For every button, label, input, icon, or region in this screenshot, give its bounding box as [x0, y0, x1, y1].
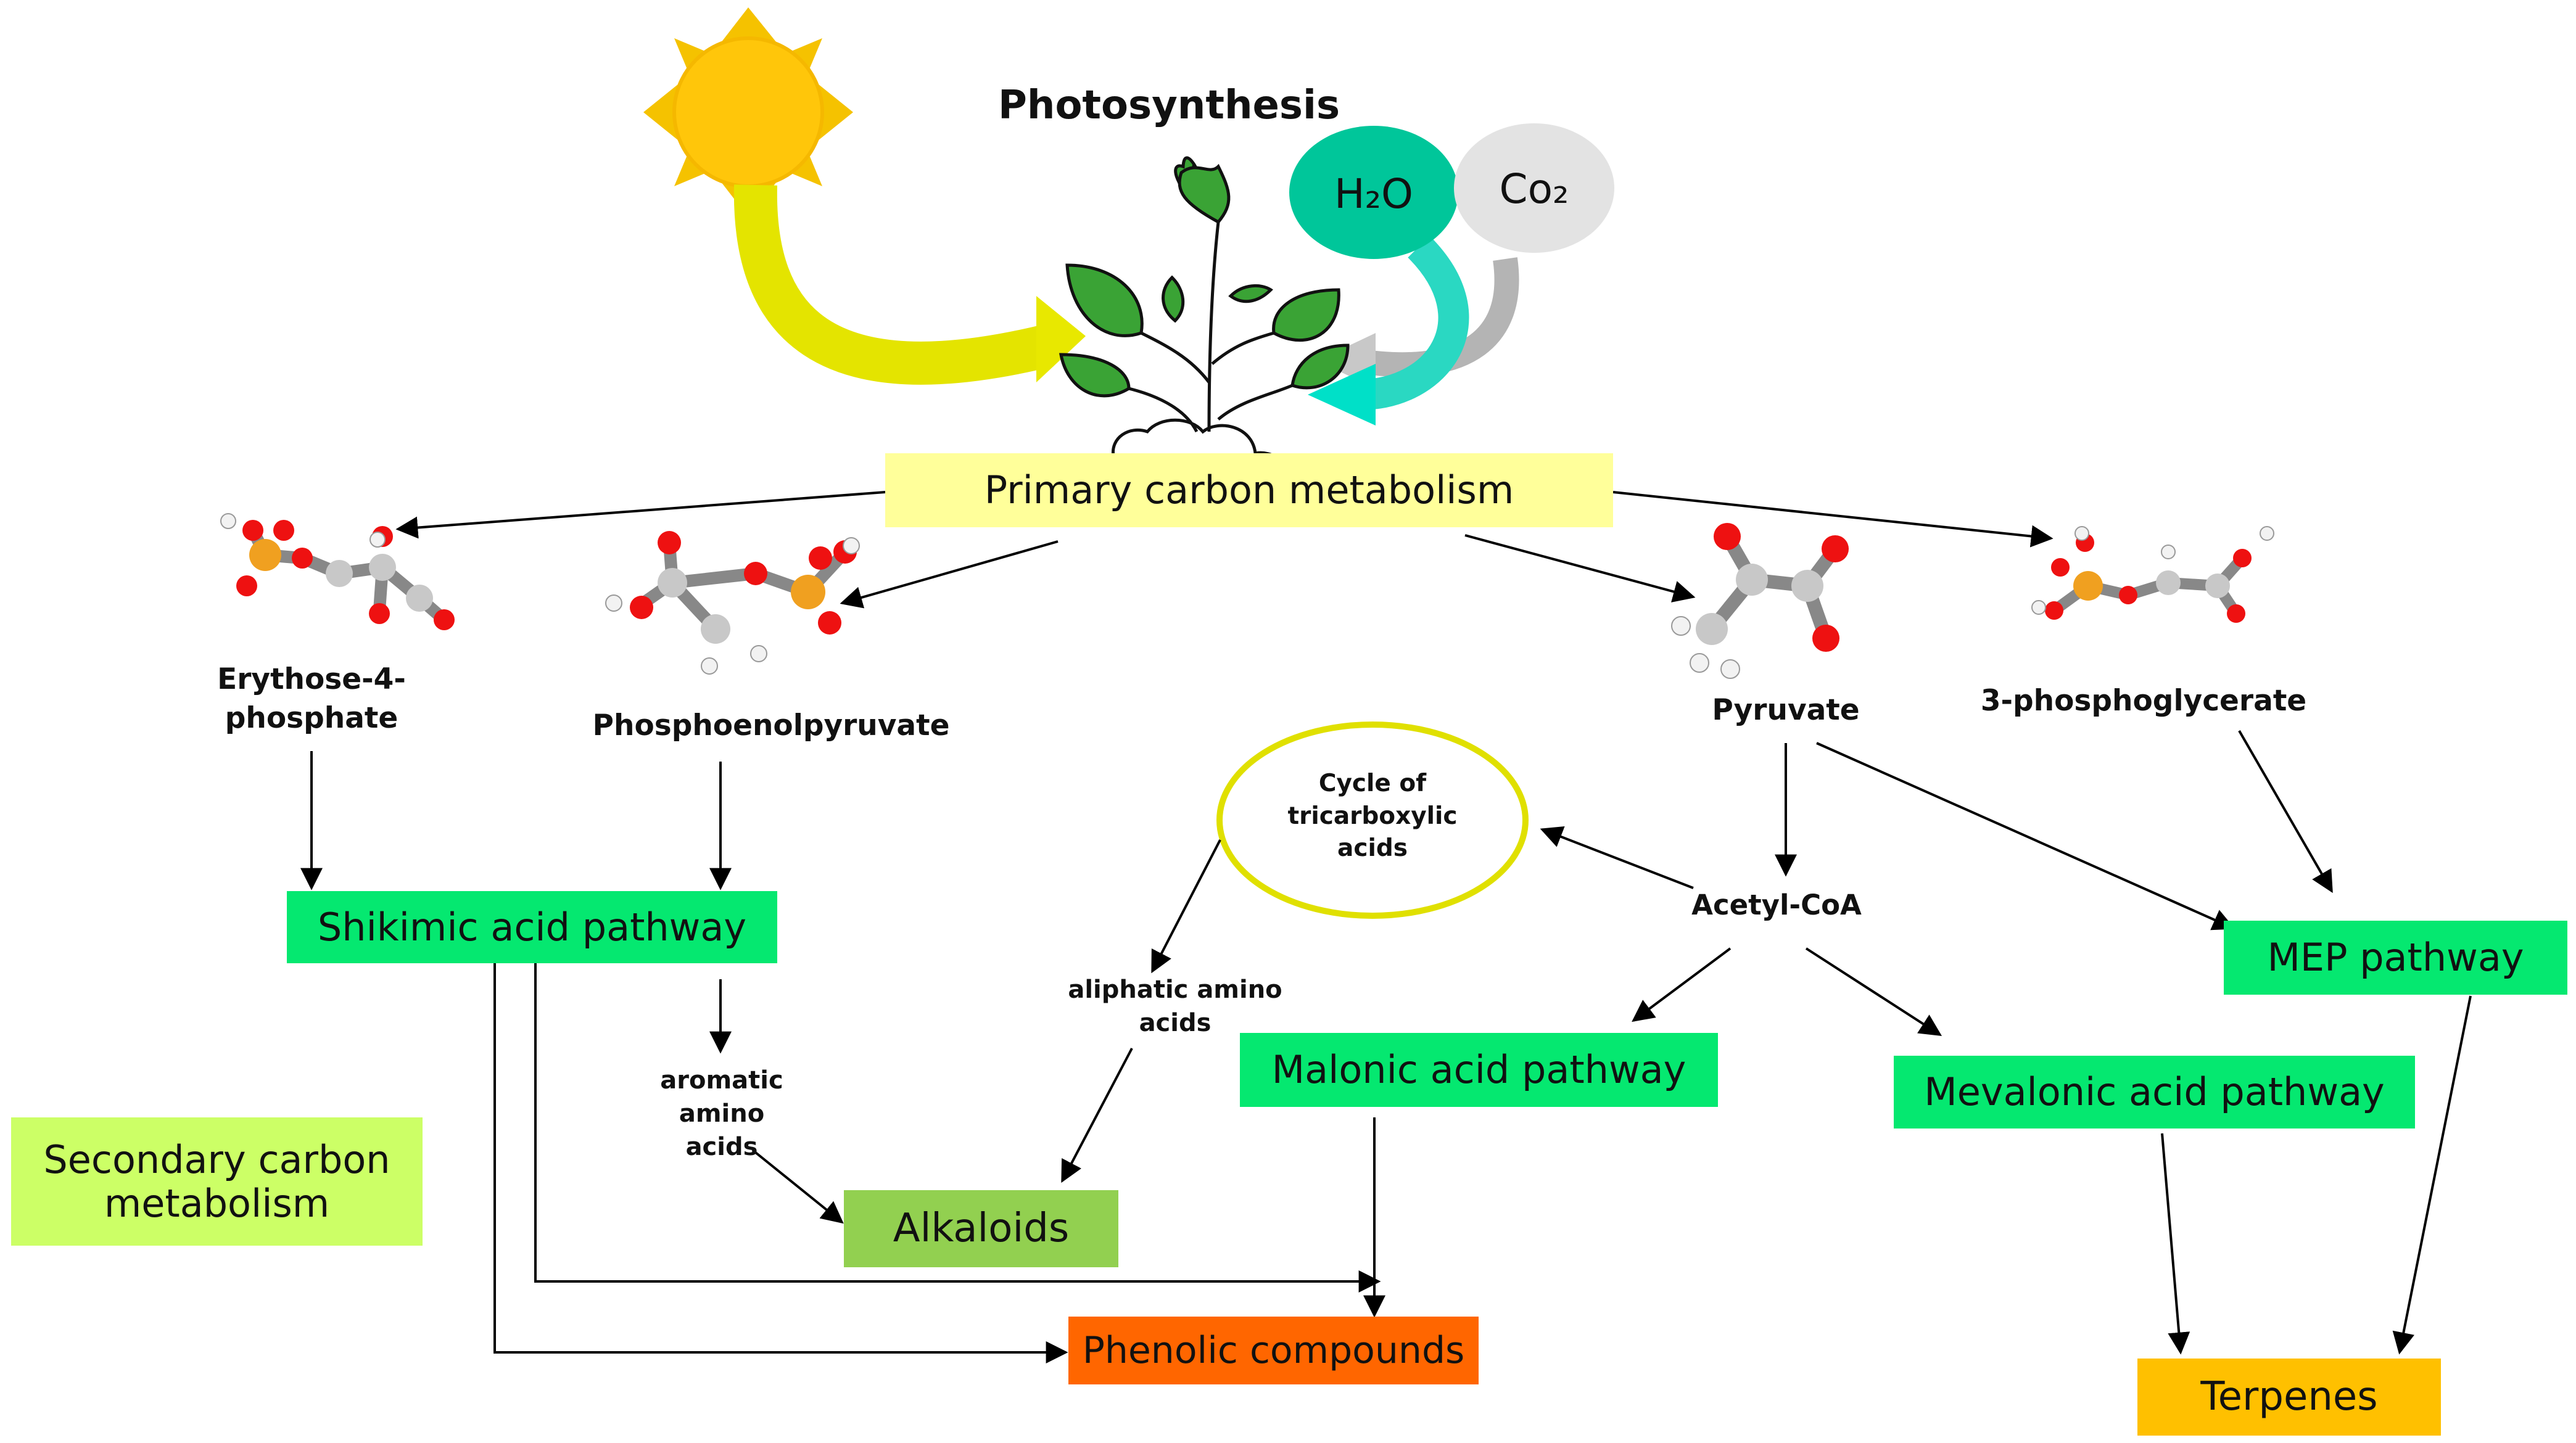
arrow-mevalonic-to-terpenes — [2161, 1133, 2190, 1355]
arrow-pga-to-mep — [2238, 730, 2333, 894]
pyruvate-molecule — [1671, 523, 1849, 679]
3-phosphoglycerate-label: 3-phosphoglycerate — [1980, 684, 2307, 718]
arrow-aromatic-to-alkaloids — [751, 1149, 844, 1224]
secondary-metabolism-label: Secondary carbon metabolism — [43, 1137, 390, 1226]
arrow-pyruvate-to-mep — [1816, 742, 2235, 931]
arrow-acetylcoa-to-mevalonic — [1805, 947, 1942, 1036]
phenolic-compounds-label: Phenolic compounds — [1082, 1328, 1465, 1372]
co2-circle — [1454, 123, 1614, 253]
arrow-tca-to-aliphatic — [1151, 839, 1221, 974]
co2-label: Co₂ — [1499, 165, 1569, 213]
alkaloids-box: Alkaloids — [844, 1190, 1118, 1267]
photosynthesis-title: Photosynthesis — [997, 83, 1340, 128]
water-arrow — [1308, 236, 1469, 426]
erythrose-4-phosphate-molecule — [220, 513, 455, 630]
water-circle — [1289, 126, 1458, 259]
plant-icon — [1059, 156, 1350, 460]
malonic-pathway-label: Malonic acid pathway — [1271, 1047, 1686, 1093]
terpenes-box: Terpenes — [2137, 1359, 2441, 1436]
arrow-primary-to-pga — [1612, 491, 2054, 548]
shikimic-pathway-label: Shikimic acid pathway — [317, 904, 747, 950]
arrow-mep-to-terpenes — [2392, 995, 2472, 1355]
mep-pathway-label: MEP pathway — [2267, 935, 2524, 980]
phosphoenolpyruvate-label: Phosphoenolpyruvate — [592, 709, 950, 742]
sun-icon — [643, 7, 853, 217]
pathway-arrows — [300, 491, 2472, 1363]
arrow-shikimic-to-phenolics-inner — [534, 963, 1381, 1293]
arrow-primary-to-e4p — [395, 491, 886, 539]
tca-cycle-label: Cycle of tricarboxylic acids — [1287, 770, 1458, 863]
arrow-acetylcoa-to-tca — [1540, 826, 1694, 889]
arrow-aliphatic-to-alkaloids — [1061, 1048, 1133, 1183]
arrow-acetylcoa-to-malonic — [1632, 947, 1732, 1022]
primary-metabolism-box: Primary carbon metabolism — [885, 453, 1613, 527]
mep-pathway-box: MEP pathway — [2224, 921, 2567, 995]
alkaloids-label: Alkaloids — [893, 1205, 1070, 1251]
tca-cycle-ring — [1216, 722, 1529, 919]
aliphatic-amino-acids-label: aliphatic amino acids — [1068, 976, 1282, 1037]
acetyl-coa-label: Acetyl-CoA — [1691, 889, 1862, 921]
arrow-primary-to-pep — [840, 540, 1059, 609]
malonic-pathway-box: Malonic acid pathway — [1240, 1033, 1718, 1107]
mevalonic-pathway-label: Mevalonic acid pathway — [1924, 1069, 2385, 1115]
pyruvate-label: Pyruvate — [1712, 693, 1860, 727]
erythrose-4-phosphate-label: Erythose-4-phosphate — [217, 662, 406, 736]
arrow-primary-to-pyruvate — [1464, 534, 1696, 602]
3-phosphoglycerate-molecule — [2031, 526, 2274, 623]
arrow-shikimic-to-phenolics-outer — [493, 963, 1068, 1363]
phenolic-compounds-box: Phenolic compounds — [1068, 1317, 1479, 1384]
mevalonic-pathway-box: Mevalonic acid pathway — [1894, 1056, 2415, 1128]
terpenes-label: Terpenes — [2200, 1373, 2378, 1420]
shikimic-pathway-box: Shikimic acid pathway — [287, 891, 777, 963]
water-label: H₂O — [1334, 170, 1414, 218]
primary-metabolism-label: Primary carbon metabolism — [984, 467, 1514, 513]
sunlight-arrow — [733, 184, 1086, 385]
aromatic-amino-acids-label: aromatic amino acids — [660, 1066, 783, 1161]
secondary-metabolism-box: Secondary carbon metabolism — [11, 1117, 423, 1246]
phosphoenolpyruvate-molecule — [605, 531, 860, 675]
